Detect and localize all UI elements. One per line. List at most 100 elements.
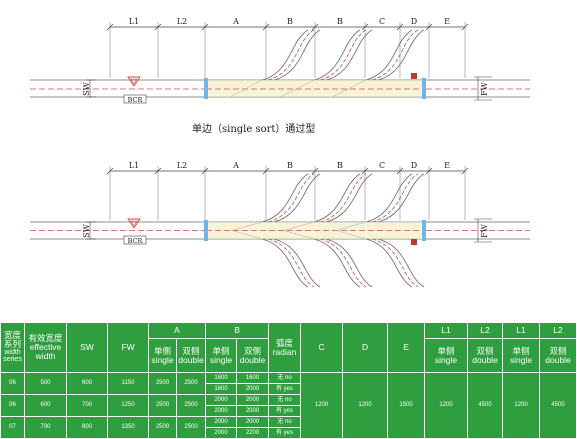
bottom-joint-left <box>204 220 208 241</box>
header-effective-width: 有效宽度 effective width <box>24 322 67 373</box>
header-l1: L1 <box>424 322 469 339</box>
header-d: D <box>342 322 389 373</box>
cell-c: 1200 <box>300 372 344 439</box>
header-c: C <box>300 322 344 373</box>
bottom-lower-centerlines <box>267 238 419 288</box>
cell-l2-double: 4500 <box>467 372 504 439</box>
cell-a-double: 2500 <box>175 372 207 395</box>
table-row: 07 700 800 1350 2500 2500 2000 2000 无 no <box>0 416 577 439</box>
bottom-bcr-scanner-icon <box>127 218 141 229</box>
bottom-bcr-box <box>123 235 147 245</box>
top-dimension-ticks <box>106 23 469 31</box>
bottom-dim-l1: L1 <box>129 161 139 170</box>
cell-radian: 无 no <box>268 372 302 384</box>
bottom-dim-e: E <box>444 161 450 170</box>
cell-effective-width: 500 <box>24 372 67 395</box>
cell-b-double: 2000 <box>236 383 270 395</box>
cell-b-double: 2000 <box>236 394 270 406</box>
top-bcr-scanner-inner-icon <box>130 78 138 85</box>
bottom-fw-label: FW <box>480 223 489 238</box>
cell-b-single: 1600 <box>205 383 238 395</box>
table-row: 06 500 600 1150 2500 2500 1600 1600 无 no… <box>0 372 577 439</box>
top-dim-d: D <box>411 17 417 26</box>
cell-d: 1200 <box>342 372 389 439</box>
top-dim-l2: L2 <box>177 17 187 26</box>
bottom-diagram: L1 L2 A B B C D E <box>30 161 530 288</box>
cell-effective-width: 700 <box>24 416 67 439</box>
header-l1-b: L1 <box>502 322 541 339</box>
cell-fw: 1250 <box>107 394 149 417</box>
top-bcr-scanner-icon <box>127 76 141 87</box>
top-dim-a: A <box>232 17 239 26</box>
bottom-bcr-label: BCR <box>128 237 144 245</box>
bottom-lower-branches <box>261 238 425 288</box>
cell-effective-width: 600 <box>24 394 67 417</box>
cell-a-double: 2500 <box>175 394 207 417</box>
cell-a-double: 2500 <box>175 416 207 439</box>
top-joint-right <box>422 78 426 99</box>
bottom-dim-a: A <box>232 161 239 170</box>
cell-radian: 有 yes <box>268 427 302 439</box>
top-dim-e: E <box>444 17 450 26</box>
table-row: 2000 2000 有 yes <box>1 405 577 417</box>
cell-a-single: 2500 <box>148 394 177 417</box>
bottom-dim-c: C <box>379 161 385 170</box>
cell-sw: 700 <box>66 394 108 417</box>
top-bcr-label: BCR <box>128 96 144 104</box>
cell-l1b-single: 1200 <box>502 372 541 439</box>
cell-b-single: 2000 <box>205 405 238 417</box>
bottom-dim-b1: B <box>287 161 293 170</box>
top-sorter-section <box>205 79 425 98</box>
sorter-layout-diagrams: L1 L2 A B B C D E <box>30 17 530 288</box>
cell-b-single: 1600 <box>205 372 238 384</box>
table-row: 06 600 700 1250 2500 2500 2000 2000 无 no <box>0 394 577 417</box>
cell-radian: 有 yes <box>268 383 302 395</box>
bottom-extension-lines <box>109 166 466 220</box>
bottom-dim-b2: B <box>337 161 343 170</box>
bottom-sw-dimension <box>86 221 96 240</box>
top-extension-lines <box>109 22 466 78</box>
top-sw-dimension <box>86 79 96 98</box>
cell-sw: 800 <box>66 416 108 439</box>
table-row: 2000 2200 有 yes <box>1 427 577 439</box>
top-bcr-box <box>123 94 147 104</box>
cell-fw: 1150 <box>107 372 149 395</box>
header-b: B <box>205 322 270 339</box>
header-sw: SW <box>66 322 108 373</box>
cell-sw: 600 <box>66 372 108 395</box>
cell-l1-single: 1200 <box>424 372 469 439</box>
top-motor-marker <box>411 73 417 79</box>
cell-a-single: 2500 <box>148 416 177 439</box>
bottom-motor-marker <box>411 239 417 245</box>
cell-b-double: 1600 <box>236 372 270 384</box>
bottom-joint-right <box>422 220 426 241</box>
header-fw: FW <box>107 322 149 373</box>
top-dim-l1: L1 <box>129 17 139 26</box>
cell-series: 06 <box>0 372 25 395</box>
cell-b-single: 2000 <box>205 394 238 406</box>
bottom-dimension-ticks <box>106 167 469 175</box>
bottom-upper-branches <box>261 173 425 223</box>
cell-b-single: 2000 <box>205 416 238 428</box>
header-width-series: 宽度系列 width series <box>0 322 25 373</box>
cell-series: 06 <box>0 394 25 417</box>
header-a: A <box>147 322 207 339</box>
cell-b-single: 2000 <box>205 427 238 439</box>
top-diagram: L1 L2 A B B C D E <box>30 17 530 104</box>
bottom-shoe-chevrons <box>231 221 367 240</box>
bottom-bcr-scanner-inner-icon <box>130 220 138 227</box>
header-e: E <box>387 322 426 373</box>
top-dim-b2: B <box>337 17 343 26</box>
top-joint-left <box>204 78 208 99</box>
top-sw-label: SW <box>82 81 91 95</box>
cell-radian: 无 no <box>268 394 302 406</box>
header-l2: L2 <box>467 322 504 339</box>
bottom-dim-l2: L2 <box>177 161 187 170</box>
cell-b-double: 2000 <box>236 405 270 417</box>
